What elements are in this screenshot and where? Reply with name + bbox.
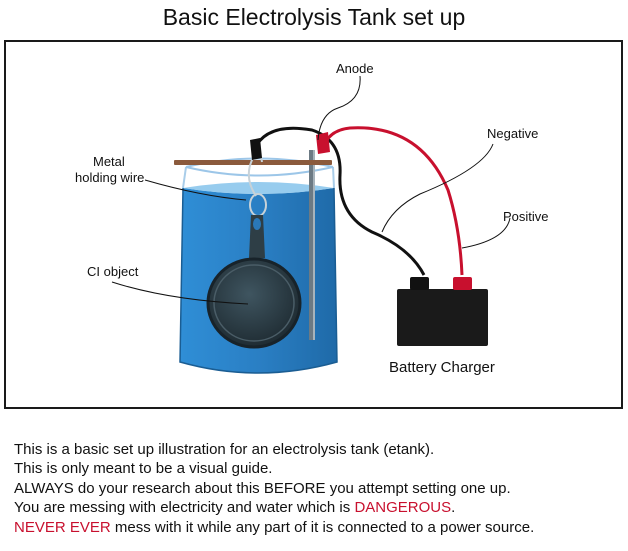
support-bar — [174, 160, 332, 165]
anode-label: Anode — [336, 61, 374, 76]
negative-leader — [381, 143, 494, 233]
battery-label: Battery Charger — [389, 359, 495, 376]
ci-object-label: CI object — [87, 264, 139, 279]
positive-wire — [320, 126, 464, 276]
tank-glass-outline — [179, 187, 338, 374]
metal-label-line1: Metal — [93, 154, 125, 169]
tank-water-surface — [183, 182, 334, 194]
note-line-4-text: You are messing with electricity and wat… — [14, 499, 355, 517]
metal-label-line2: holding wire — [75, 170, 144, 185]
positive-leader — [461, 217, 511, 249]
metal-leader — [144, 179, 247, 201]
positive-clip — [316, 132, 330, 154]
positive-label: Positive — [503, 209, 549, 224]
tank-glass-upper — [182, 166, 335, 189]
note-line-1: This is a basic set up illustration for … — [14, 441, 435, 458]
ci-leader — [111, 281, 249, 305]
battery-charger — [397, 277, 488, 346]
safety-notes: This is a basic set up illustration for … — [14, 440, 624, 537]
diagram-frame — [4, 40, 623, 409]
negative-clip — [250, 138, 262, 160]
anode-rod — [309, 150, 315, 340]
never-ever-warning: NEVER EVER — [14, 518, 111, 536]
note-line-3: ALWAYS do your research about this BEFOR… — [14, 479, 511, 497]
note-line-4: You are messing with electricity and wat… — [14, 498, 624, 517]
dangerous-warning: DANGEROUS — [354, 499, 452, 517]
note-line-5: NEVER EVER mess with it while any part o… — [14, 518, 624, 537]
diagram-title: Basic Electrolysis Tank set up — [162, 4, 466, 30]
note-line-5-text: mess with it while any part of it is con… — [110, 518, 535, 536]
anode-leader — [317, 75, 361, 141]
tank-front-rim — [185, 166, 334, 177]
ci-object-pan — [206, 193, 302, 349]
negative-wire — [252, 126, 426, 276]
negative-label: Negative — [487, 126, 538, 141]
electrolysis-diagram: Anode Negative Metal holding wire Positi… — [75, 61, 549, 376]
note-line-2: This is only meant to be a visual guide. — [14, 460, 273, 478]
note-line-4-end: . — [451, 499, 456, 517]
